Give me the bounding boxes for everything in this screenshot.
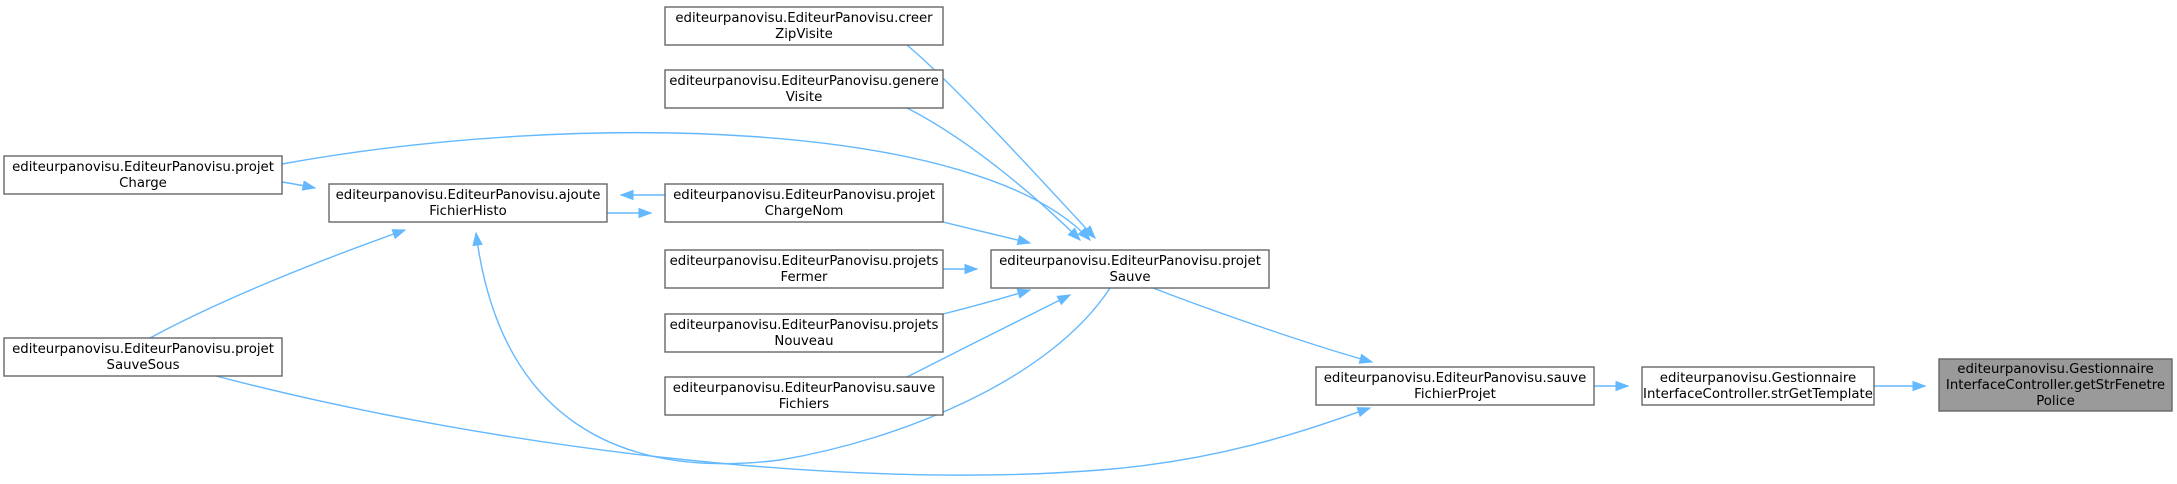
edge-arrowhead [638, 207, 653, 219]
node-label-line: Visite [786, 90, 823, 105]
node-ajouteFichierHisto[interactable]: editeurpanovisu.EditeurPanovisu.ajouteFi… [328, 183, 608, 223]
node-label-line: Fichiers [779, 397, 829, 412]
node-projetCharge[interactable]: editeurpanovisu.EditeurPanovisu.projetCh… [3, 155, 283, 195]
node-label-line: Sauve [1109, 270, 1150, 285]
node-label-line: editeurpanovisu.Gestionnaire [1957, 362, 2153, 377]
node-label-line: Fermer [781, 270, 828, 285]
node-getStrFenetrePolice[interactable]: editeurpanovisu.GestionnaireInterfaceCon… [1938, 358, 2173, 412]
nodes-layer: editeurpanovisu.GestionnaireInterfaceCon… [3, 6, 2173, 416]
edge-projetCharge-to-projetSauve [281, 131, 1091, 242]
edge-line [1152, 287, 1373, 363]
edges-layer [149, 44, 1927, 476]
node-label-line: ChargeNom [765, 204, 844, 219]
node-label-line: editeurpanovisu.EditeurPanovisu.creer [675, 11, 933, 26]
node-label-line: editeurpanovisu.EditeurPanovisu.genere [669, 74, 939, 89]
node-label-line: Nouveau [774, 334, 833, 349]
edge-projetsFermer-to-projetSauve [943, 263, 979, 275]
node-label-line: editeurpanovisu.EditeurPanovisu.projet [12, 342, 274, 357]
node-label-line: editeurpanovisu.EditeurPanovisu.projet [12, 160, 274, 175]
node-projetChargeNom[interactable]: editeurpanovisu.EditeurPanovisu.projetCh… [664, 183, 944, 223]
edge-ajouteFichierHisto-to-projetChargeNom [607, 207, 653, 219]
edge-projetSauveSous-to-ajouteFichierHisto [149, 229, 407, 339]
edge-sauveFichierProjet-to-strGetTemplate [1594, 380, 1630, 392]
node-label-line: editeurpanovisu.EditeurPanovisu.projet [673, 188, 935, 203]
node-box[interactable] [664, 313, 944, 353]
edge-line [281, 131, 1091, 241]
edge-arrowhead [391, 229, 407, 240]
edge-arrowhead [1016, 288, 1032, 299]
node-label-line: FichierHisto [429, 204, 506, 219]
edge-arrowhead [964, 263, 979, 275]
edge-arrowhead [1082, 225, 1096, 240]
edge-arrowhead [619, 189, 634, 201]
node-projetSauveSous[interactable]: editeurpanovisu.EditeurPanovisu.projetSa… [3, 337, 283, 377]
edge-arrowhead [1077, 227, 1091, 242]
edge-strGetTemplate-to-getStrFenetrePolice [1874, 380, 1927, 392]
edge-arrowhead [301, 180, 317, 191]
node-box[interactable] [990, 249, 1270, 289]
node-label-line: editeurpanovisu.EditeurPanovisu.sauve [673, 381, 936, 396]
edge-line [149, 229, 406, 339]
node-creerZipVisite[interactable]: editeurpanovisu.EditeurPanovisu.creerZip… [664, 6, 944, 46]
edge-arrowhead [1615, 380, 1630, 392]
node-label-line: InterfaceController.strGetTemplate [1643, 387, 1873, 402]
edge-arrowhead [1356, 407, 1372, 417]
node-projetsFermer[interactable]: editeurpanovisu.EditeurPanovisu.projetsF… [664, 249, 944, 289]
edge-line [906, 107, 1081, 241]
node-box[interactable] [3, 337, 283, 377]
edge-sauveFichiers-to-projetSauve [906, 294, 1072, 378]
edge-projetsNouveau-to-projetSauve [942, 288, 1032, 315]
node-box[interactable] [664, 183, 944, 223]
edge-line [215, 375, 1371, 476]
edge-projetSauveSous-to-sauveFichierProjet [215, 375, 1372, 476]
node-sauveFichierProjet[interactable]: editeurpanovisu.EditeurPanovisu.sauveFic… [1315, 366, 1595, 406]
node-label-line: SauveSous [107, 358, 180, 373]
edge-line [906, 294, 1071, 378]
node-label-line: InterfaceController.getStrFenetre [1946, 378, 2165, 393]
node-label-line: editeurpanovisu.EditeurPanovisu.sauve [1324, 371, 1587, 386]
node-label-line: editeurpanovisu.EditeurPanovisu.ajoute [336, 188, 601, 203]
node-genereVisite[interactable]: editeurpanovisu.EditeurPanovisu.genereVi… [664, 69, 944, 109]
edge-creerZipVisite-to-projetSauve [906, 44, 1096, 240]
node-label-line: Police [2036, 394, 2075, 409]
edge-projetCharge-to-ajouteFichierHisto [281, 180, 317, 191]
node-box[interactable] [664, 376, 944, 416]
node-label-line: FichierProjet [1414, 387, 1496, 402]
node-label-line: editeurpanovisu.Gestionnaire [1660, 371, 1856, 386]
node-box[interactable] [1641, 366, 1875, 406]
edge-projetChargeNom-to-ajouteFichierHisto [619, 189, 665, 201]
edge-arrowhead [1016, 234, 1032, 246]
edge-genereVisite-to-projetSauve [906, 107, 1082, 242]
node-box[interactable] [664, 6, 944, 46]
node-label-line: editeurpanovisu.EditeurPanovisu.projet [999, 254, 1261, 269]
edge-line [942, 221, 1031, 244]
edge-arrowhead [1067, 227, 1082, 242]
node-label-line: editeurpanovisu.EditeurPanovisu.projets [670, 318, 939, 333]
node-label-line: Charge [119, 176, 167, 191]
node-box[interactable] [328, 183, 608, 223]
edge-arrowhead [472, 231, 483, 247]
edge-arrowhead [1056, 294, 1072, 306]
edge-arrowhead [1912, 380, 1927, 392]
edge-line [942, 289, 1031, 315]
edge-projetSauve-to-ajouteFichierHisto [472, 231, 1111, 465]
node-box[interactable] [1315, 366, 1595, 406]
node-box[interactable] [664, 69, 944, 109]
edge-projetChargeNom-to-projetSauve [942, 221, 1032, 246]
edge-line [475, 232, 1111, 465]
edge-projetSauve-to-sauveFichierProjet [1152, 287, 1374, 364]
node-box[interactable] [3, 155, 283, 195]
node-strGetTemplate[interactable]: editeurpanovisu.GestionnaireInterfaceCon… [1641, 366, 1875, 406]
node-box[interactable] [1938, 358, 2173, 412]
node-projetSauve[interactable]: editeurpanovisu.EditeurPanovisu.projetSa… [990, 249, 1270, 289]
node-label-line: editeurpanovisu.EditeurPanovisu.projets [670, 254, 939, 269]
edge-line [906, 44, 1096, 239]
node-projetsNouveau[interactable]: editeurpanovisu.EditeurPanovisu.projetsN… [664, 313, 944, 353]
node-sauveFichiers[interactable]: editeurpanovisu.EditeurPanovisu.sauveFic… [664, 376, 944, 416]
node-label-line: ZipVisite [775, 27, 833, 42]
edge-arrowhead [1358, 353, 1374, 364]
node-box[interactable] [664, 249, 944, 289]
